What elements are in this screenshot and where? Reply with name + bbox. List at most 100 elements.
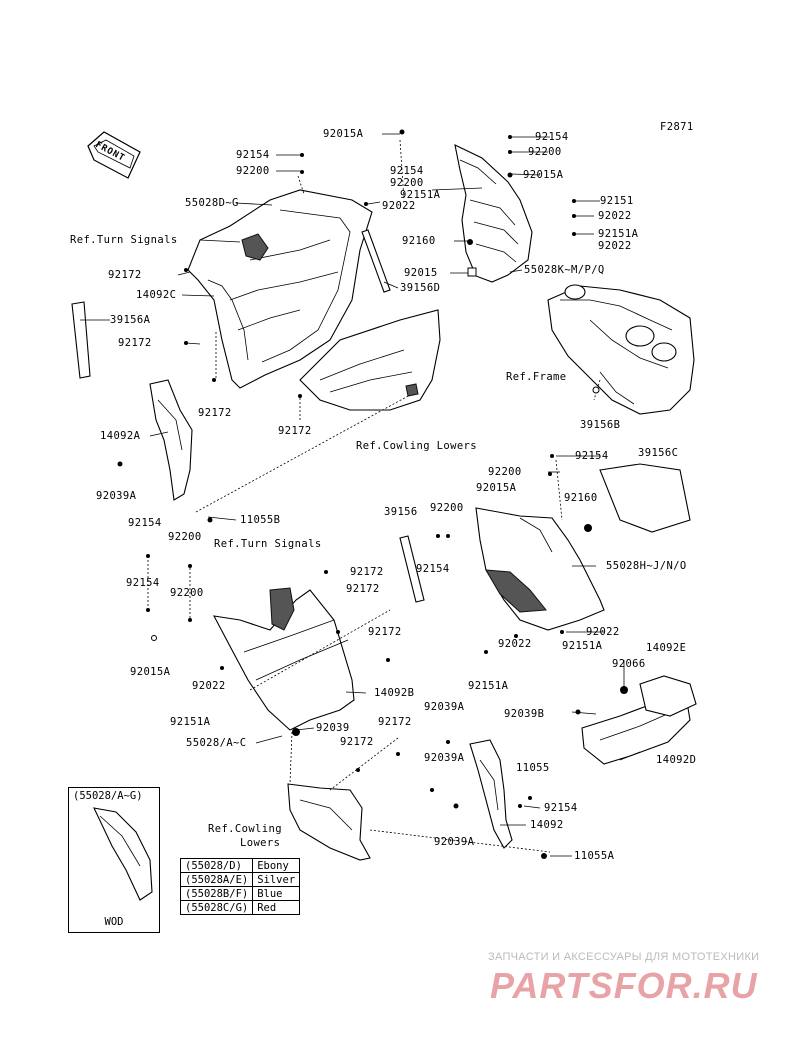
part-label: 92015A (323, 128, 364, 140)
part-label: 92172 (198, 407, 232, 419)
part-label: 92154 (128, 517, 162, 529)
part-label: 11055A (574, 850, 615, 862)
front-arrow-icon (87, 131, 141, 179)
part-label: 92039A (424, 752, 465, 764)
fastener-markers (117, 129, 628, 859)
part-label: 92172 (346, 583, 380, 595)
color-code-cell: (55028A/E) (179, 872, 254, 887)
leader-lines (80, 133, 641, 857)
panel-39156c-part (599, 463, 691, 533)
bracket-14092a-part (149, 379, 193, 501)
diagram-code: F2871 (660, 121, 694, 133)
part-label: 92154 (126, 577, 160, 589)
part-label: 92039A (424, 701, 465, 713)
part-label: 39156B (580, 419, 621, 431)
side-trim-panel-part (299, 309, 441, 411)
part-label: 92154 (575, 450, 609, 462)
part-label: 92151A (400, 189, 441, 201)
part-label: 92151 (600, 195, 634, 207)
part-label: 92200 (430, 502, 464, 514)
inset-code: WOD (104, 916, 124, 928)
part-label: 92015A (130, 666, 171, 678)
part-label: 92154 (535, 131, 569, 143)
part-label: 92172 (368, 626, 402, 638)
part-label: 92151A (598, 228, 639, 240)
color-code-cell: (55028/D) (179, 858, 254, 873)
inner-upper-panel-part (454, 144, 533, 283)
part-label: 92172 (350, 566, 384, 578)
part-label: 92022 (498, 638, 532, 650)
part-label: 92039A (96, 490, 137, 502)
part-label: 92022 (192, 680, 226, 692)
part-label: 92172 (118, 337, 152, 349)
part-label: 92022 (586, 626, 620, 638)
part-label: 14092B (374, 687, 415, 699)
part-label: 14092 (530, 819, 564, 831)
part-label: 92022 (598, 210, 632, 222)
part-label: 92039B (504, 708, 545, 720)
part-label: 92200 (488, 466, 522, 478)
part-label: 92200 (528, 146, 562, 158)
part-label: 92151A (562, 640, 603, 652)
part-label: 92172 (108, 269, 142, 281)
part-label: 92200 (390, 177, 424, 189)
part-label: Ref.Frame (506, 371, 567, 383)
part-label: 92039 (316, 722, 350, 734)
color-name-cell: Red (252, 900, 301, 915)
part-label: 92066 (612, 658, 646, 670)
strip-39156d-part (361, 229, 391, 293)
watermark-logo: PARTSFOR.RU (490, 965, 758, 1006)
inset-box: (55028/A~G) WOD (68, 787, 160, 933)
part-label: 92015A (476, 482, 517, 494)
part-label: 39156C (638, 447, 679, 459)
inset-cowl-shape (93, 807, 153, 901)
part-label: 11055 (516, 762, 550, 774)
color-table: (55028/D) Ebony (55028A/E) Silver (55028… (179, 858, 301, 915)
part-label: 92022 (598, 240, 632, 252)
part-label: 39156D (400, 282, 441, 294)
part-label: 11055B (240, 514, 281, 526)
frame-part (547, 284, 695, 415)
table-row: (55028C/G) Red (179, 900, 301, 915)
part-label: 92172 (278, 425, 312, 437)
part-label: 92015 (404, 267, 438, 279)
upper-cowling-part (187, 189, 373, 389)
bracket-14092e-part (639, 675, 697, 717)
lower-cowl-piece-part (287, 783, 371, 861)
part-label: 55028K~M/P/Q (524, 264, 605, 276)
part-label: 92015A (523, 169, 564, 181)
part-label: 55028H~J/N/O (606, 560, 687, 572)
part-label: 92160 (564, 492, 598, 504)
part-label: 92154 (544, 802, 578, 814)
part-label: 39156A (110, 314, 151, 326)
part-label: 14092A (100, 430, 141, 442)
watermark-tagline: ЗАПЧАСТИ И АКСЕССУАРЫ ДЛЯ МОТОТЕХНИКИ (488, 951, 760, 963)
part-label: 39156 (384, 506, 418, 518)
part-label: 92154 (416, 563, 450, 575)
color-name-cell: Silver (252, 872, 301, 887)
dashed-connectors (147, 139, 601, 853)
part-label: 92172 (378, 716, 412, 728)
part-label: 92022 (382, 200, 416, 212)
part-label: 92200 (168, 531, 202, 543)
part-label: 92039A (434, 836, 475, 848)
strip-39156-part (399, 535, 425, 603)
part-label: 14092E (646, 642, 687, 654)
strip-39156a-part (71, 301, 91, 379)
part-label: 92172 (340, 736, 374, 748)
part-label: 92200 (170, 587, 204, 599)
part-label: 55028/A~C (186, 737, 247, 749)
part-label: Lowers (240, 837, 281, 849)
part-label: 92151A (170, 716, 211, 728)
part-label: 14092D (656, 754, 697, 766)
table-row: (55028/D) Ebony (179, 858, 301, 873)
part-label: Ref.Turn Signals (214, 538, 322, 550)
table-row: (55028A/E) Silver (179, 872, 301, 887)
part-label: 55028D~G (185, 197, 239, 209)
side-cowl-55028h-part (475, 507, 605, 631)
color-name-cell: Blue (252, 886, 301, 901)
part-label: Ref.Cowling (208, 823, 282, 835)
part-label: 92154 (390, 165, 424, 177)
color-code-cell: (55028C/G) (179, 900, 254, 915)
